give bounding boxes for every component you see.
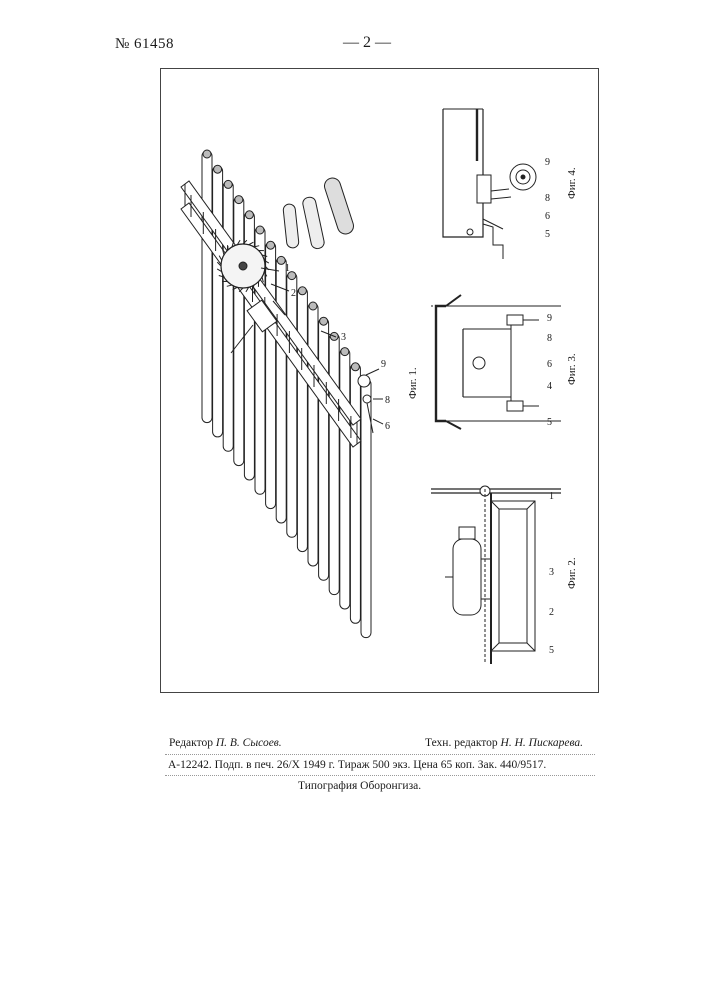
editor-line: Редактор П. В. Сысоев. (169, 737, 282, 749)
technical-drawing: 1 2 3 9 8 6 Фиг. 1. 9 8 6 5 Фиг. 4. 9 8 … (161, 69, 598, 692)
fig2-label-5: 5 (549, 645, 554, 656)
roller (234, 197, 244, 466)
roller (350, 364, 360, 624)
roller-end (341, 348, 349, 356)
roller-end (267, 241, 275, 249)
fig1-label-2: 2 (291, 288, 296, 299)
fig3-label-6: 6 (547, 359, 552, 370)
tech-editor-name: Н. Н. Пискарева. (501, 737, 584, 749)
figure-3 (431, 295, 561, 429)
roller (223, 181, 233, 451)
fig2-label-3: 3 (549, 567, 554, 578)
print-info: А-12242. Подп. в печ. 26/X 1949 г. Тираж… (168, 759, 588, 771)
roller-end (320, 317, 328, 325)
roller-end (351, 363, 359, 371)
roller-end (245, 211, 253, 219)
fig3-label-8: 8 (547, 333, 552, 344)
fig3-caption: Фиг. 3. (566, 353, 578, 385)
editor-name: П. В. Сысоев. (216, 737, 282, 749)
fig3-label-5: 5 (547, 417, 552, 428)
roller (329, 333, 339, 594)
tech-editor-line: Техн. редактор Н. Н. Пискарева. (425, 737, 583, 749)
fig4-caption: Фиг. 4. (566, 167, 578, 199)
roller (297, 288, 307, 552)
tech-editor-label: Техн. редактор (425, 737, 498, 749)
roller-end (214, 165, 222, 173)
fig1-label-8: 8 (385, 395, 390, 406)
figure-2 (431, 486, 561, 664)
fig1-label-9: 9 (381, 359, 386, 370)
fig1-caption: Фиг. 1. (407, 367, 419, 399)
roller (276, 257, 286, 523)
roller (202, 151, 212, 423)
roller-end (224, 180, 232, 188)
drawing-frame: 1 2 3 9 8 6 Фиг. 1. 9 8 6 5 Фиг. 4. 9 8 … (160, 68, 599, 693)
editor-label: Редактор (169, 737, 213, 749)
fig4-label-5: 5 (545, 229, 550, 240)
fig2-caption: Фиг. 2. (566, 557, 578, 589)
fig1-label-6: 6 (385, 421, 390, 432)
fig1-label-3: 3 (341, 332, 346, 343)
roller-end (203, 150, 211, 158)
roller-end (298, 287, 306, 295)
roller (266, 242, 276, 508)
roller-end (309, 302, 317, 310)
roller (308, 303, 318, 566)
roller (319, 318, 329, 580)
roller (213, 166, 223, 437)
roller (287, 273, 297, 538)
figure-1 (181, 150, 383, 638)
fig3-label-4: 4 (547, 381, 552, 392)
fig2-label-2: 2 (549, 607, 554, 618)
divider-upper (165, 754, 595, 755)
fig3-label-9: 9 (547, 313, 552, 324)
page-number: — 2 — (343, 34, 391, 52)
fig2-label-1: 1 (549, 491, 554, 502)
roller (340, 349, 350, 609)
figure-4 (443, 109, 536, 259)
divider-lower (165, 775, 595, 776)
fig1-label-1: 1 (285, 263, 290, 274)
roller-end (277, 256, 285, 264)
roller-end (235, 196, 243, 204)
fig4-label-6: 6 (545, 211, 550, 222)
patent-number: № 61458 (115, 36, 174, 53)
fig4-label-9: 9 (545, 157, 550, 168)
roller-end (256, 226, 264, 234)
loose-logs (283, 176, 356, 250)
fig4-label-8: 8 (545, 193, 550, 204)
publisher: Типография Оборонгиза. (298, 780, 421, 792)
